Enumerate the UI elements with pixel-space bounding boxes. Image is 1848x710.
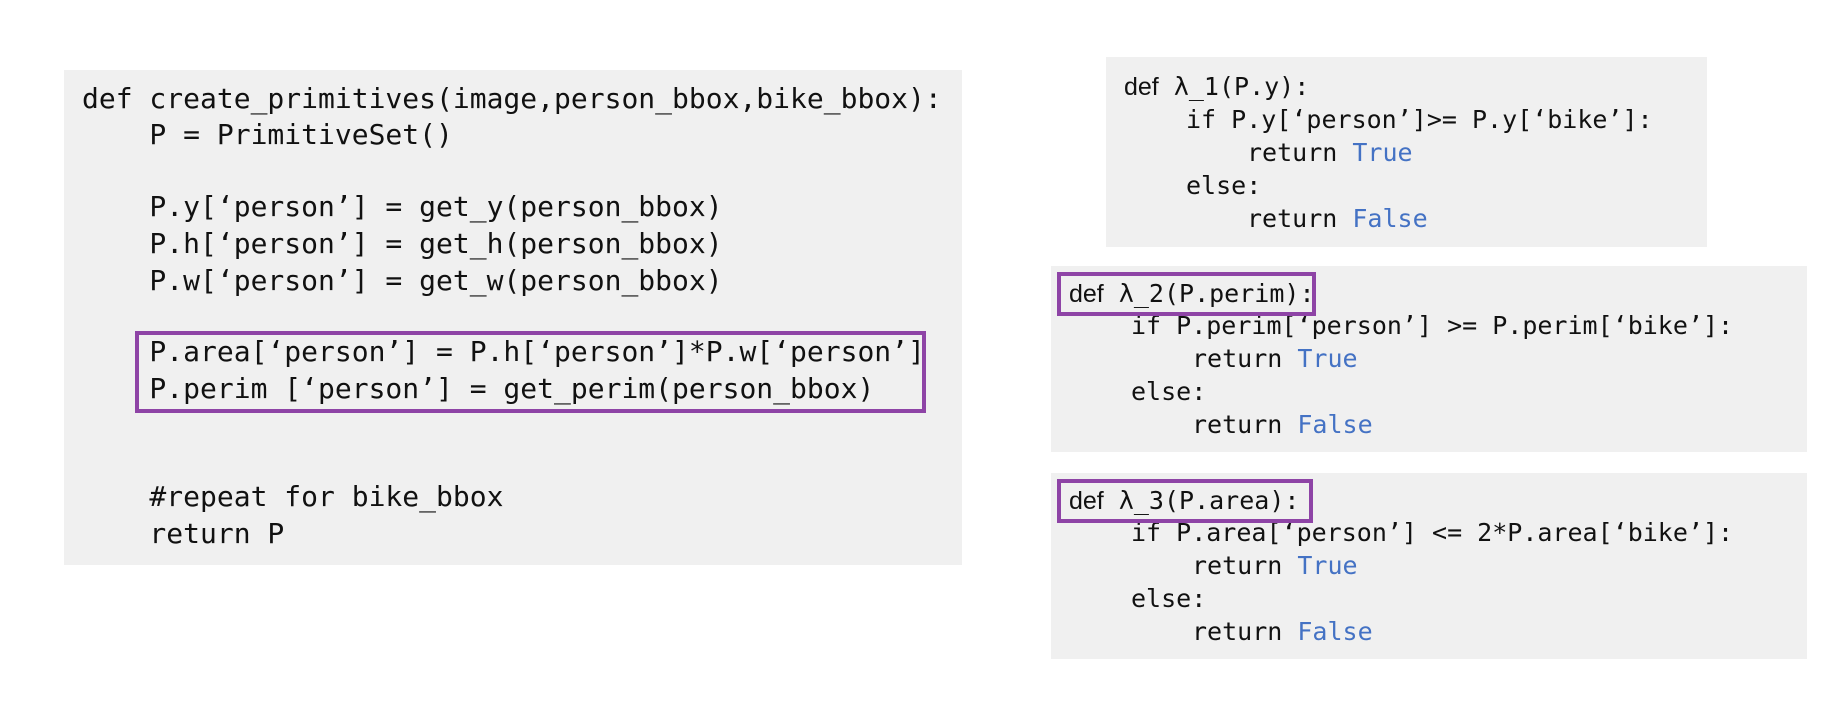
def-keyword: def [1069,487,1104,515]
false-literal: False [1352,204,1428,233]
lambda-1-code-panel: def λ_1(P.y): if P.y[‘person’]>= P.y[‘bi… [1106,57,1707,247]
lambda-3-return-false: return False [1192,619,1373,644]
lambda-1-return-true: return True [1247,140,1413,165]
def-keyword: def [1069,280,1104,308]
code-line: P.y[‘person’] = get_y(person_bbox) [82,190,723,223]
lambda-2-condition: if P.perim[‘person’] >= P.perim[‘bike’]: [1131,311,1734,340]
lambda-1-def-line: def λ_1(P.y): [1124,74,1309,100]
code-line: return P [82,517,285,550]
lambda-1-return-false: return False [1247,206,1428,231]
lambda-3-return-true: return True [1192,553,1358,578]
code-line: def create_primitives(image,person_bbox,… [82,82,942,115]
return-keyword: return [1192,344,1283,373]
code-comment: #repeat for bike_bbox [82,480,504,513]
false-literal: False [1297,617,1373,646]
area-perim-highlight-box [135,331,926,413]
false-literal: False [1297,410,1373,439]
lambda-2-def-line: def λ_2(P.perim): [1069,281,1315,307]
lambda-2-else: else: [1131,377,1207,406]
code-line: P.w[‘person’] = get_w(person_bbox) [82,264,723,297]
lambda-1-signature: λ_1(P.y): [1173,72,1310,101]
lambda-2-return-true: return True [1192,346,1358,371]
lambda-2-signature-highlight-box [1057,272,1316,316]
lambda-3-condition: if P.area[‘person’] <= 2*P.area[‘bike’]: [1131,518,1734,547]
lambda-2-return-false: return False [1192,412,1373,437]
lambda-3-signature-highlight-box [1057,479,1313,523]
def-keyword: def [1124,73,1159,101]
lambda-2-signature: λ_2(P.perim): [1118,279,1315,308]
lambda-1-else: else: [1186,171,1262,200]
lambda-3-def-line: def λ_3(P.area): [1069,488,1299,514]
true-literal: True [1297,344,1358,373]
lambda-1-condition: if P.y[‘person’]>= P.y[‘bike’]: [1186,105,1653,134]
code-line: P.area[‘person’] = P.h[‘person’]*P.w[‘pe… [82,335,925,368]
lambda-3-code-panel: def λ_3(P.area): if P.area[‘person’] <= … [1051,473,1807,659]
return-keyword: return [1192,617,1283,646]
code-line: P.h[‘person’] = get_h(person_bbox) [82,227,723,260]
lambda-3-else: else: [1131,584,1207,613]
true-literal: True [1297,551,1358,580]
return-keyword: return [1247,204,1338,233]
code-line: P = PrimitiveSet() [82,118,453,151]
create-primitives-code-panel: def create_primitives(image,person_bbox,… [64,70,962,565]
true-literal: True [1352,138,1413,167]
return-keyword: return [1192,410,1283,439]
code-line: P.perim [‘person’] = get_perim(person_bb… [82,372,875,405]
return-keyword: return [1192,551,1283,580]
return-keyword: return [1247,138,1338,167]
lambda-2-code-panel: def λ_2(P.perim): if P.perim[‘person’] >… [1051,266,1807,452]
lambda-3-signature: λ_3(P.area): [1118,486,1300,515]
